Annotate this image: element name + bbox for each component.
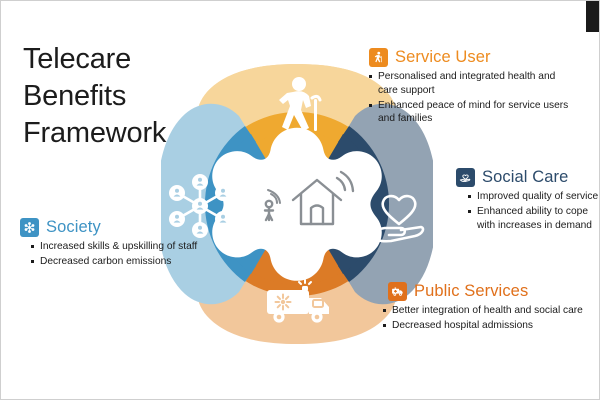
list-item: Enhanced ability to cope with increases … <box>468 205 599 233</box>
list-item: Personalised and integrated health and c… <box>369 70 569 98</box>
hand-holding-heart-icon <box>456 168 475 187</box>
block-social-care-header: Social Care <box>456 168 599 187</box>
page-title: Telecare Benefits Framework <box>23 43 167 150</box>
block-society-bullets: Increased skills & upskilling of staff D… <box>31 240 220 269</box>
block-service-user: Service User Personalised and integrated… <box>369 48 569 127</box>
block-public-services-heading: Public Services <box>414 282 529 300</box>
elderly-person-walking-icon <box>279 77 322 131</box>
block-social-care-heading: Social Care <box>482 168 569 186</box>
block-public-services-header: Public Services <box>388 282 588 301</box>
block-public-services: Public Services Better integration of he… <box>383 282 588 334</box>
block-public-services-bullets: Better integration of health and social … <box>383 304 588 333</box>
list-item: Better integration of health and social … <box>383 304 588 318</box>
list-item: Decreased carbon emissions <box>31 255 220 269</box>
ambulance-icon <box>388 282 407 301</box>
list-item: Decreased hospital admissions <box>383 319 588 333</box>
block-society-header: Society <box>20 218 220 237</box>
ambulance-icon <box>267 279 329 323</box>
list-item: Increased skills & upskilling of staff <box>31 240 220 254</box>
network-nodes-icon <box>20 218 39 237</box>
list-item: Improved quality of service <box>468 190 599 204</box>
network-nodes-icon <box>169 174 231 238</box>
block-society-heading: Society <box>46 218 101 236</box>
connected-home-icon <box>263 170 355 226</box>
block-service-user-header: Service User <box>369 48 569 67</box>
block-service-user-heading: Service User <box>395 48 491 66</box>
corner-strip <box>586 1 599 32</box>
block-society: Society Increased skills & upskilling of… <box>20 218 220 270</box>
benefits-framework-diagram <box>161 49 433 359</box>
block-social-care: Social Care Improved quality of service … <box>456 168 599 233</box>
hand-holding-heart-icon <box>361 194 425 243</box>
list-item: Enhanced peace of mind for service users… <box>369 99 569 127</box>
elderly-person-walking-icon <box>369 48 388 67</box>
block-service-user-bullets: Personalised and integrated health and c… <box>369 70 569 126</box>
block-social-care-bullets: Improved quality of service Enhanced abi… <box>468 190 599 233</box>
